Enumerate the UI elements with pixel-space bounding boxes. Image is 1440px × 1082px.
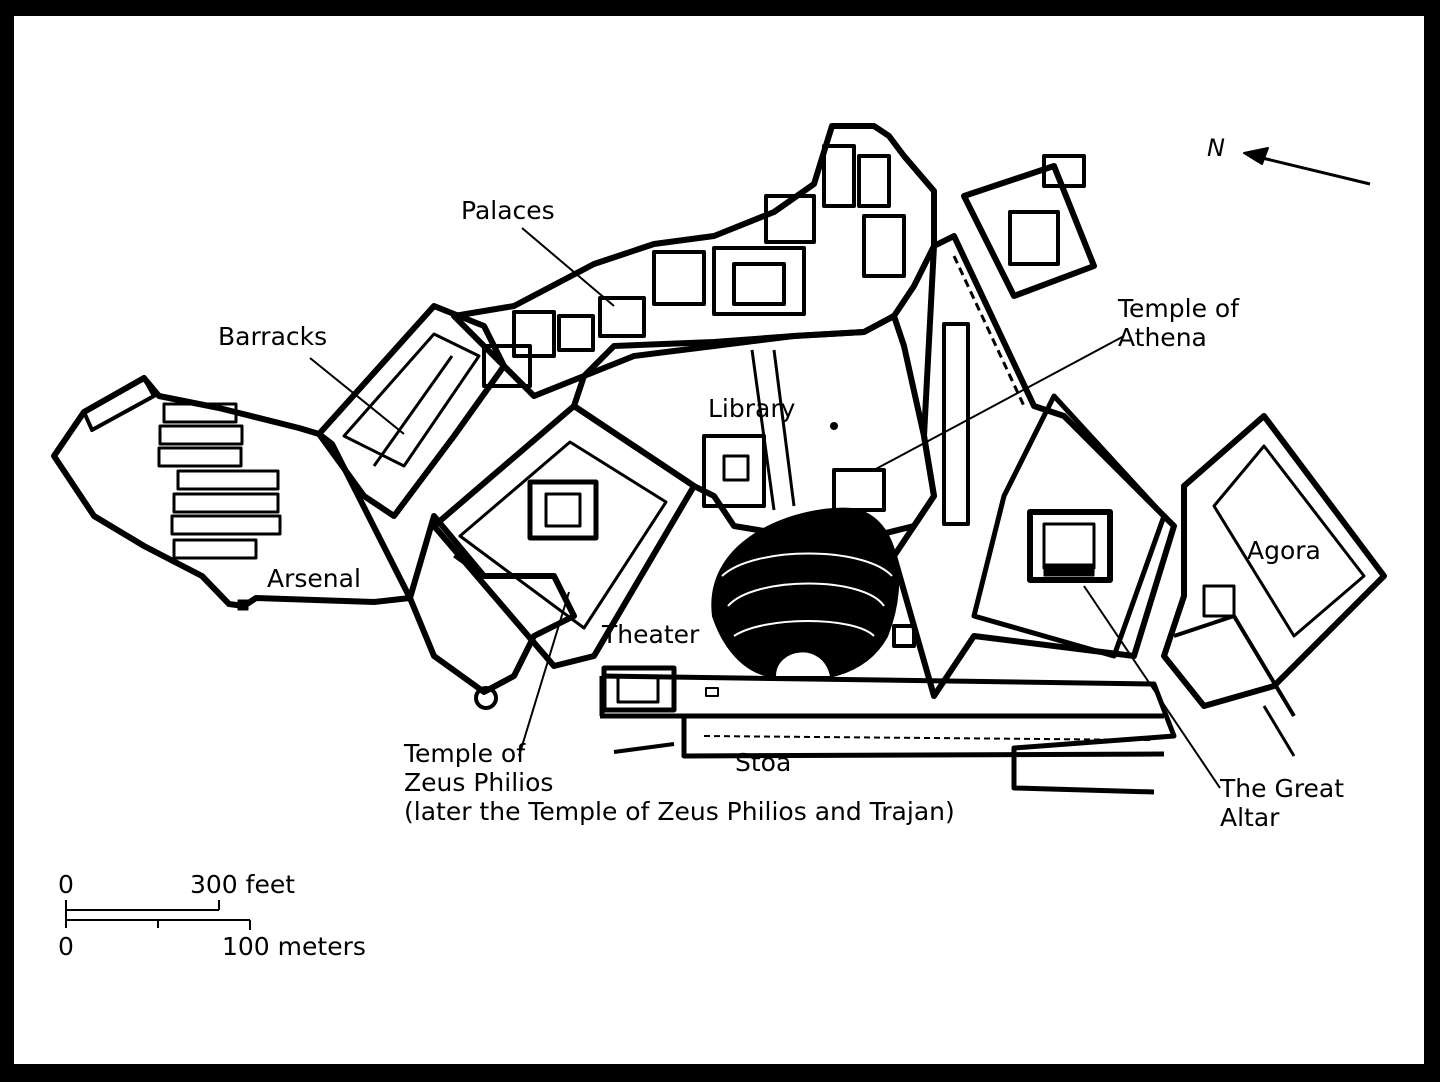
site-plan bbox=[51, 123, 1387, 930]
label-temple-of-zeus-line3: (later the Temple of Zeus Philios and Tr… bbox=[404, 797, 955, 826]
scale-feet-label: 300 feet bbox=[190, 870, 296, 899]
label-stoa: Stoa bbox=[735, 748, 792, 777]
north-arrow bbox=[1243, 147, 1371, 186]
stoa bbox=[599, 665, 1177, 795]
barracks-complex bbox=[316, 303, 577, 710]
label-great-altar-line2: Altar bbox=[1220, 803, 1280, 832]
scale-bar bbox=[65, 900, 251, 930]
palaces-complex bbox=[451, 123, 937, 399]
label-barracks: Barracks bbox=[218, 322, 328, 351]
label-theater: Theater bbox=[602, 620, 700, 649]
scale-bottom-zero: 0 bbox=[58, 932, 74, 961]
label-great-altar-line1: The Great bbox=[1220, 774, 1345, 803]
north-letter: N bbox=[1207, 134, 1225, 162]
northern-building bbox=[961, 154, 1097, 299]
label-great-altar: The Great Altar bbox=[1220, 774, 1344, 832]
theater bbox=[711, 507, 916, 681]
athena-precinct bbox=[571, 313, 937, 539]
label-agora: Agora bbox=[1247, 536, 1321, 565]
agora bbox=[1161, 413, 1387, 757]
label-arsenal: Arsenal bbox=[267, 564, 361, 593]
label-temple-of-athena: Temple of Athena bbox=[1118, 294, 1239, 352]
label-temple-of-zeus-line2: Zeus Philios bbox=[404, 768, 554, 797]
label-temple-of-zeus: Temple of Zeus Philios (later the Temple… bbox=[404, 739, 955, 826]
label-library: Library bbox=[708, 394, 796, 423]
label-palaces: Palaces bbox=[461, 196, 555, 225]
map-frame: Palaces Barracks Library Temple of Athen… bbox=[14, 16, 1424, 1064]
temple-of-zeus bbox=[431, 403, 697, 669]
label-temple-of-athena-line2: Athena bbox=[1118, 323, 1207, 352]
scale-meters-label: 100 meters bbox=[222, 932, 366, 961]
scale-top-zero: 0 bbox=[58, 870, 74, 899]
label-temple-of-athena-line1: Temple of bbox=[1118, 294, 1239, 323]
label-temple-of-zeus-line1: Temple of bbox=[404, 739, 525, 768]
leader-lines bbox=[309, 227, 1221, 789]
great-altar-terrace bbox=[891, 233, 1177, 699]
